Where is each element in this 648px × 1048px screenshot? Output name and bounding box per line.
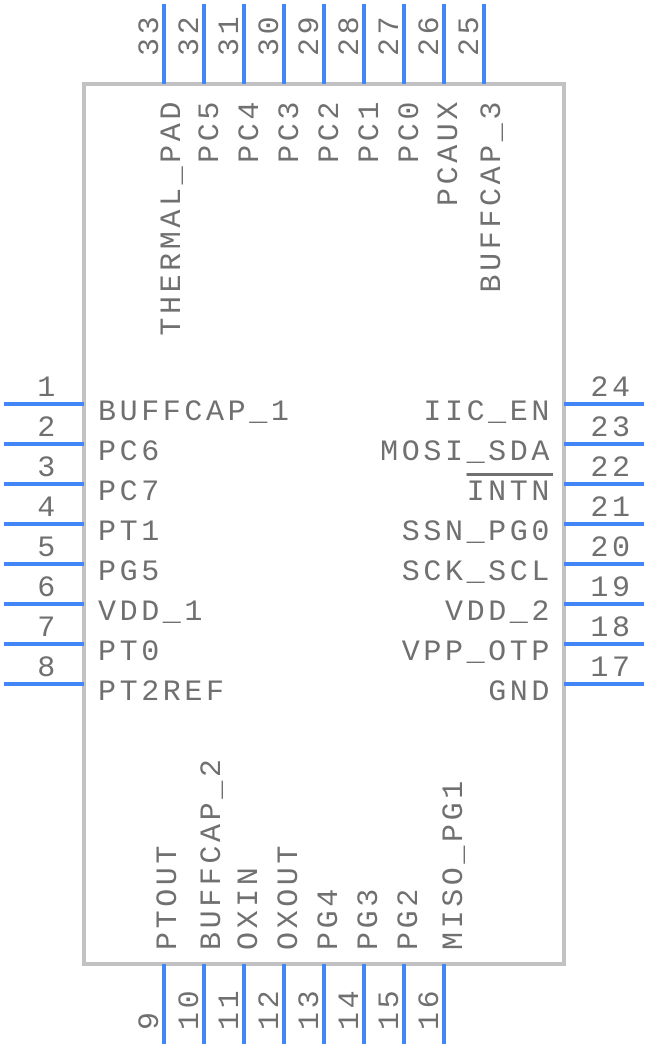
pin-name: PG2 xyxy=(393,885,427,950)
pin-number: 12 xyxy=(254,987,288,1030)
pin-number: 28 xyxy=(334,13,368,56)
pin-name: VDD_1 xyxy=(98,596,206,630)
pin-number: 11 xyxy=(214,987,248,1030)
pin-number: 29 xyxy=(294,13,328,56)
pin-name: SCK_SCL xyxy=(402,556,553,590)
pin-name: PC2 xyxy=(314,98,348,163)
pin-number: 9 xyxy=(134,1008,168,1030)
pin-name: PT1 xyxy=(98,516,163,550)
pin-name: VPP_OTP xyxy=(402,636,553,670)
pin-number: 1 xyxy=(37,372,59,406)
pin-number: 8 xyxy=(37,652,59,686)
pin-name: PC7 xyxy=(98,476,163,510)
pin-number: 24 xyxy=(590,372,633,406)
pin-number: 5 xyxy=(37,532,59,566)
pin-number: 17 xyxy=(590,652,633,686)
pin-number: 31 xyxy=(214,13,248,56)
pin-number: 23 xyxy=(590,412,633,446)
pin-name: BUFFCAP_3 xyxy=(476,98,510,292)
pin-number: 26 xyxy=(414,13,448,56)
pin-name: THERMAL_PAD xyxy=(156,98,190,336)
pin-name: PC5 xyxy=(194,98,228,163)
pin-number: 6 xyxy=(37,572,59,606)
pin-number: 3 xyxy=(37,452,59,486)
pin-number: 18 xyxy=(590,612,633,646)
pin-number: 25 xyxy=(454,13,488,56)
pin-name: PC3 xyxy=(274,98,308,163)
pin-name: PG5 xyxy=(98,556,163,590)
pin-number: 16 xyxy=(414,987,448,1030)
pin-number: 15 xyxy=(374,987,408,1030)
pin-name: OXIN xyxy=(233,864,267,950)
pin-name: MOSI_SDA xyxy=(380,436,553,470)
pin-number: 33 xyxy=(134,13,168,56)
pin-name: PC6 xyxy=(98,436,163,470)
pin-name: PG4 xyxy=(313,885,347,950)
pin-number: 2 xyxy=(37,412,59,446)
pin-name: PC4 xyxy=(234,98,268,163)
pin-number: 13 xyxy=(294,987,328,1030)
pin-name: PC0 xyxy=(394,98,428,163)
pin-number: 4 xyxy=(37,492,59,526)
pin-name: BUFFCAP_1 xyxy=(98,396,292,430)
pin-name: PT0 xyxy=(98,636,163,670)
pin-number: 30 xyxy=(254,13,288,56)
pin-name: INTN xyxy=(467,476,553,510)
pin-name: BUFFCAP_2 xyxy=(196,756,230,950)
pin-name: PC1 xyxy=(354,98,388,163)
pin-number: 14 xyxy=(334,987,368,1030)
pin-name: PT2REF xyxy=(98,676,228,710)
pin-name: IIC_EN xyxy=(423,396,553,430)
pin-name: PCAUX xyxy=(433,98,467,206)
pin-number: 22 xyxy=(590,452,633,486)
pin-name: MISO_PG1 xyxy=(438,777,472,950)
pin-number: 7 xyxy=(37,612,59,646)
pin-number: 27 xyxy=(374,13,408,56)
pin-number: 10 xyxy=(174,987,208,1030)
pin-name: OXOUT xyxy=(273,842,307,950)
pin-name: PTOUT xyxy=(152,842,186,950)
pin-number: 21 xyxy=(590,492,633,526)
pin-number: 32 xyxy=(174,13,208,56)
pin-name: PG3 xyxy=(353,885,387,950)
pin-name: VDD_2 xyxy=(445,596,553,630)
pin-number: 20 xyxy=(590,532,633,566)
pin-number: 19 xyxy=(590,572,633,606)
pin-name: SSN_PG0 xyxy=(402,516,553,550)
pin-name: GND xyxy=(488,676,553,710)
